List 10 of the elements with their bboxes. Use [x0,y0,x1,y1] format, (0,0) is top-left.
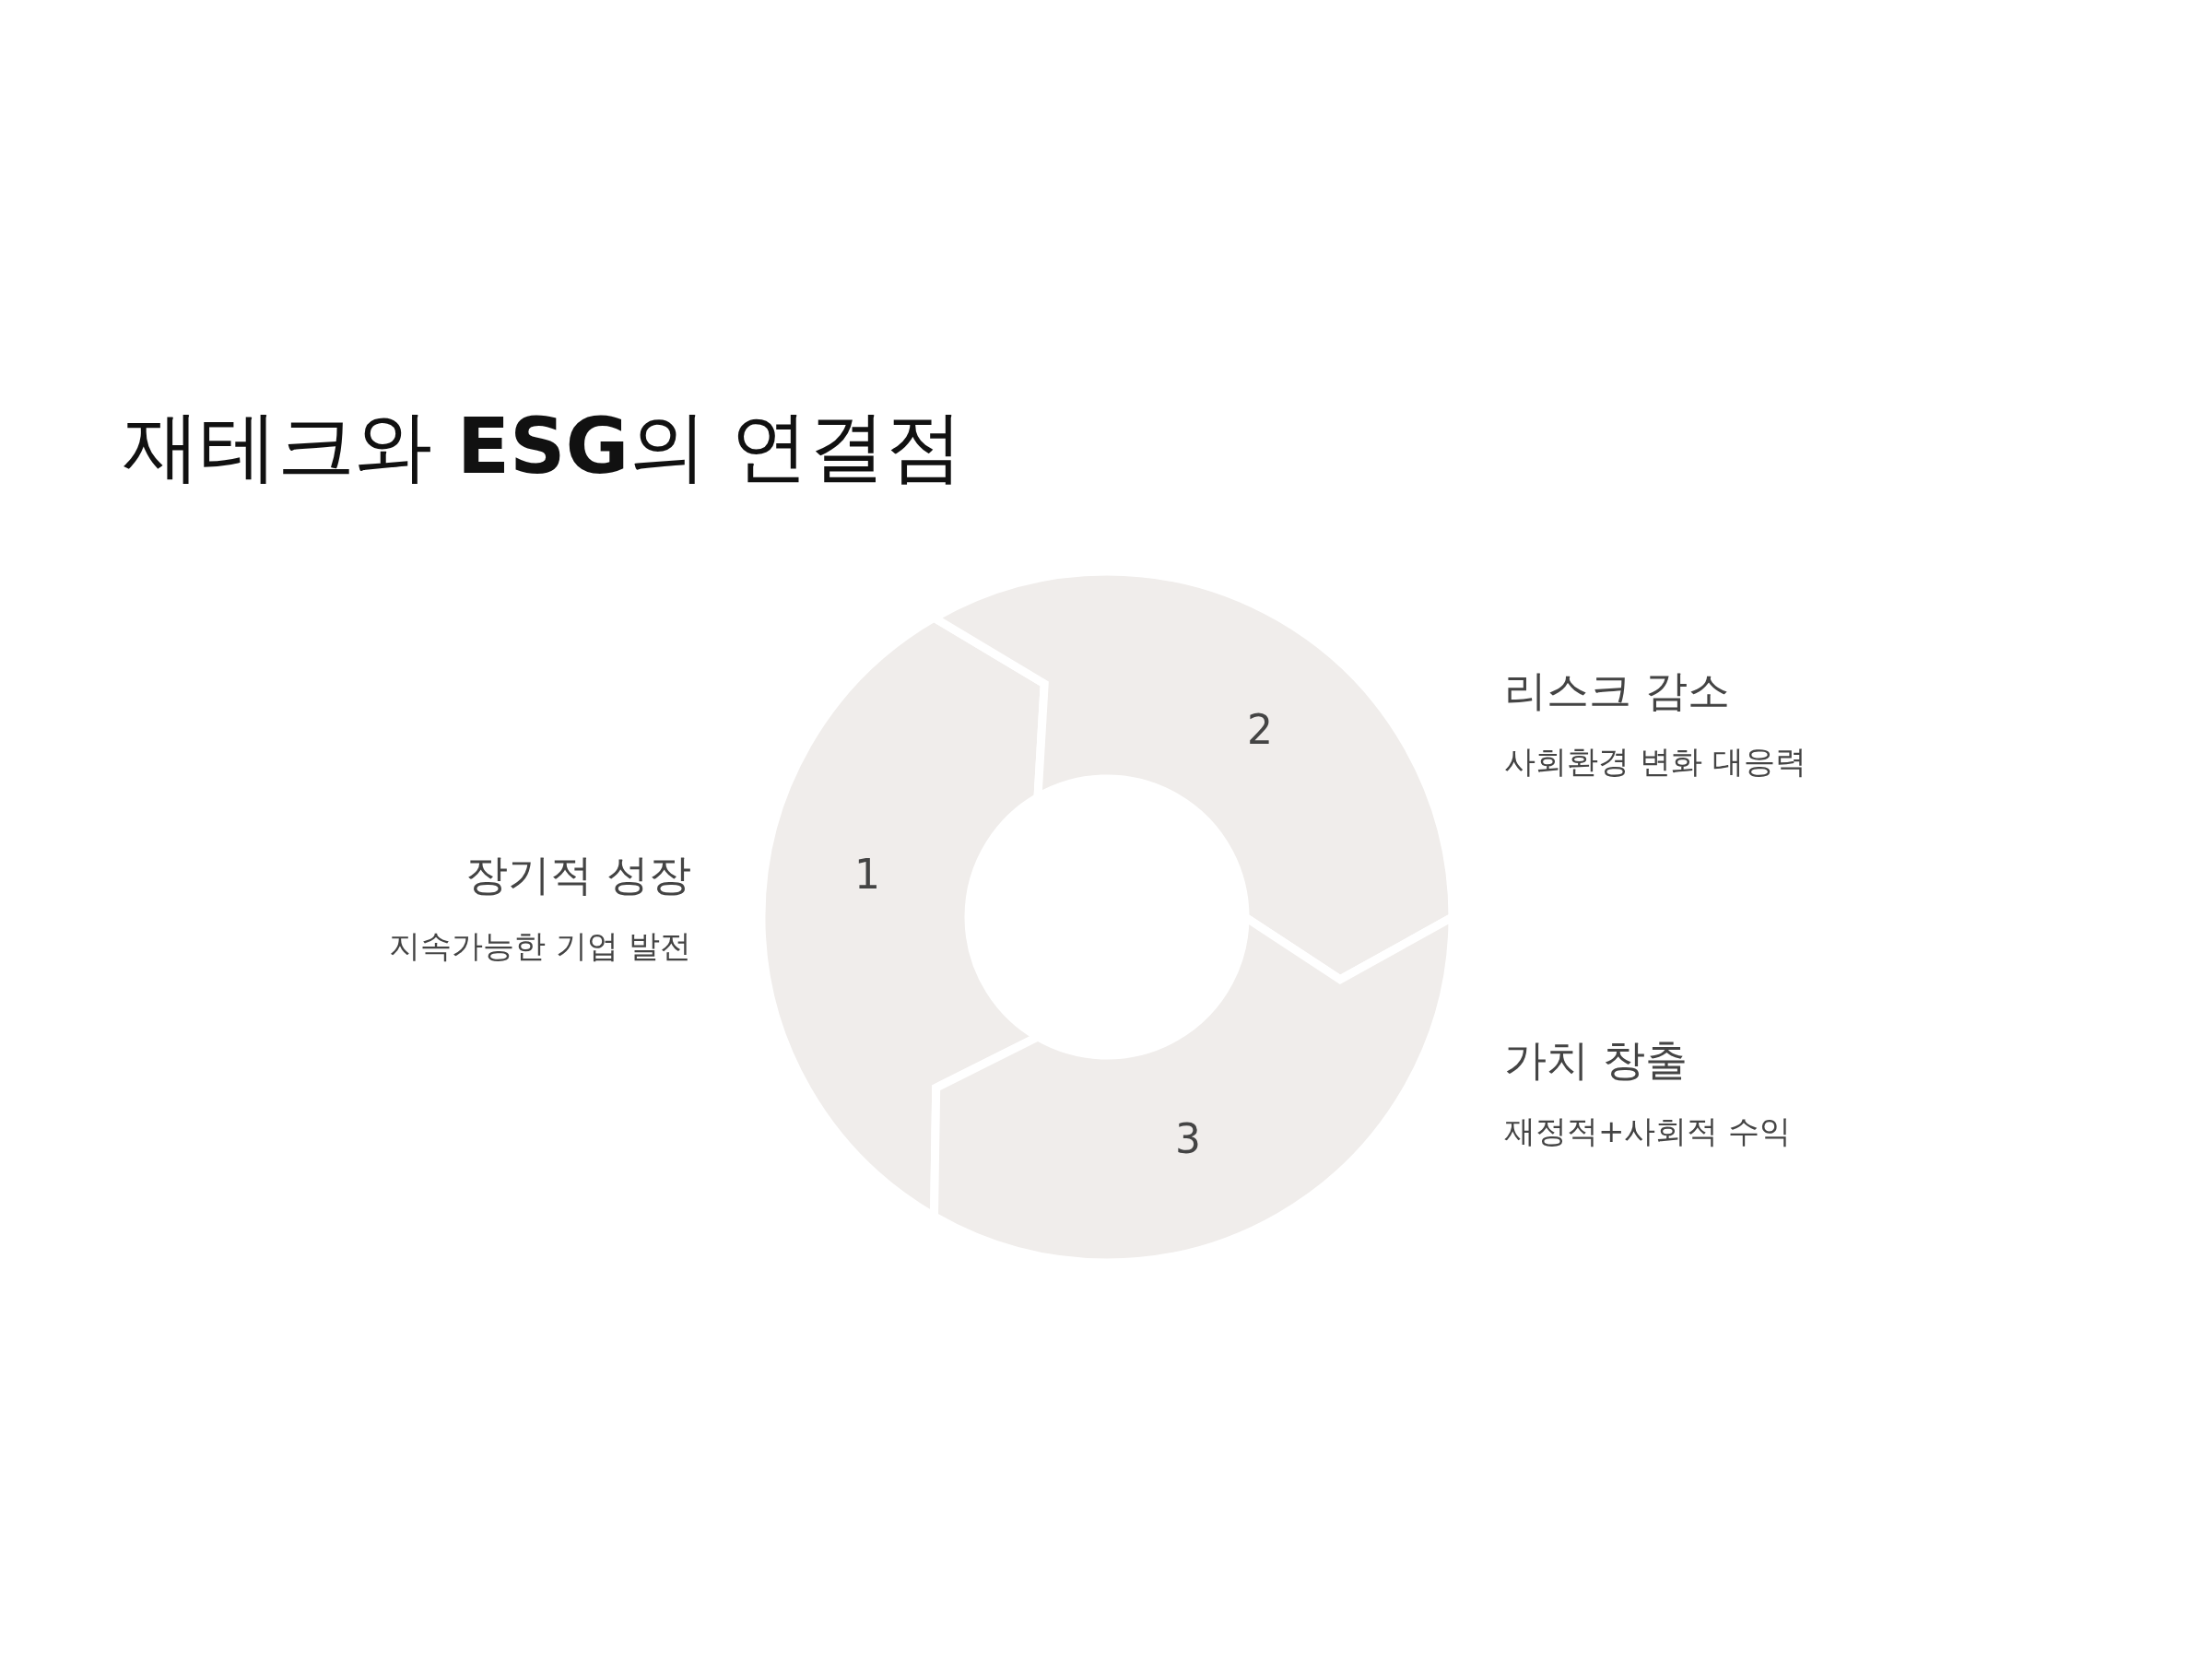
heading: 장기적 성장 [465,850,691,901]
heading: 가치 창출 [1504,1035,1688,1087]
step-number: 2 [1247,706,1273,755]
step-number: 3 [1175,1115,1201,1164]
description: 지속가능한 기업 발전 [389,927,691,965]
title: 재테크와 ESG의 연결점 [123,400,964,493]
heading: 리스크 감소 [1504,665,1730,717]
step-number: 1 [854,851,880,900]
description: 사회환경 변화 대응력 [1504,743,1806,781]
description: 재정적+사회적 수익 [1504,1112,1792,1150]
